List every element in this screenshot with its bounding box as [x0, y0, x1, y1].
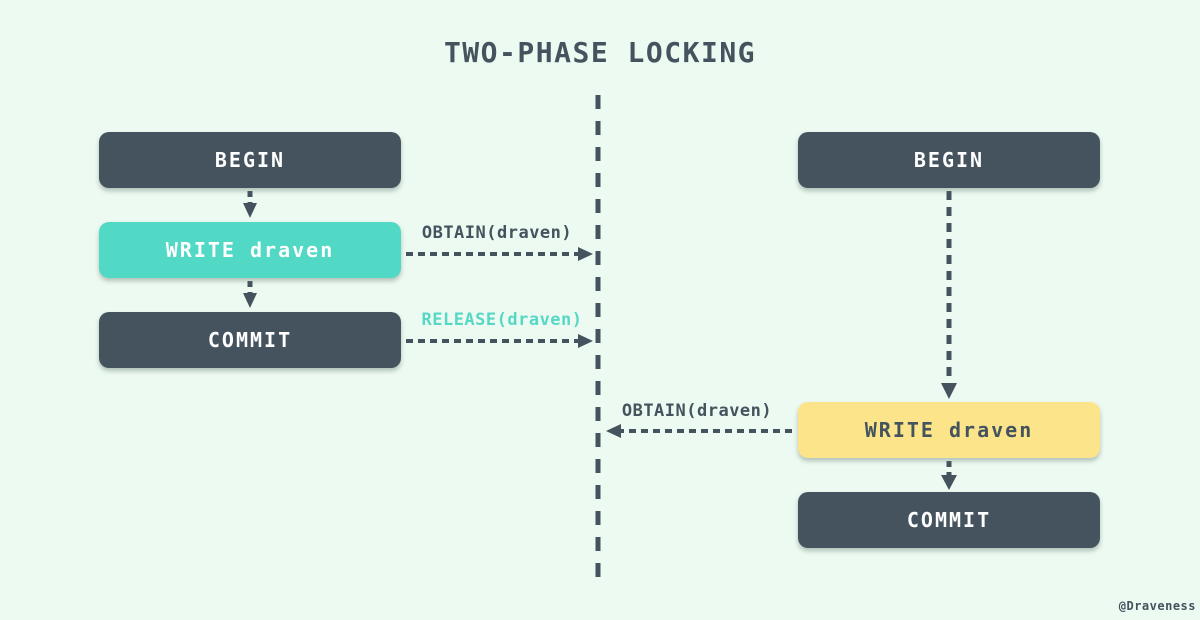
arrow-release-left: [406, 334, 593, 348]
right-write-node: WRITE draven: [798, 402, 1100, 458]
arrow-obtain-left: [406, 247, 593, 261]
left-commit-node: COMMIT: [99, 312, 401, 368]
right-commit-node: COMMIT: [798, 492, 1100, 548]
obtain-left-label: OBTAIN(draven): [421, 223, 573, 243]
arrow-right-begin-to-write: [941, 191, 957, 399]
diagram-title: TWO-PHASE LOCKING: [443, 36, 757, 69]
left-write-node: WRITE draven: [99, 222, 401, 278]
arrow-left-write-to-commit: [243, 281, 257, 308]
release-left-label: RELEASE(draven): [421, 310, 583, 330]
author-watermark: @Draveness: [1118, 599, 1196, 613]
obtain-right-label: OBTAIN(draven): [621, 401, 773, 421]
right-begin-node: BEGIN: [798, 132, 1100, 188]
arrow-obtain-right: [606, 424, 792, 438]
arrow-left-begin-to-write: [243, 191, 257, 218]
arrow-right-write-to-commit: [941, 461, 957, 490]
left-begin-node: BEGIN: [99, 132, 401, 188]
